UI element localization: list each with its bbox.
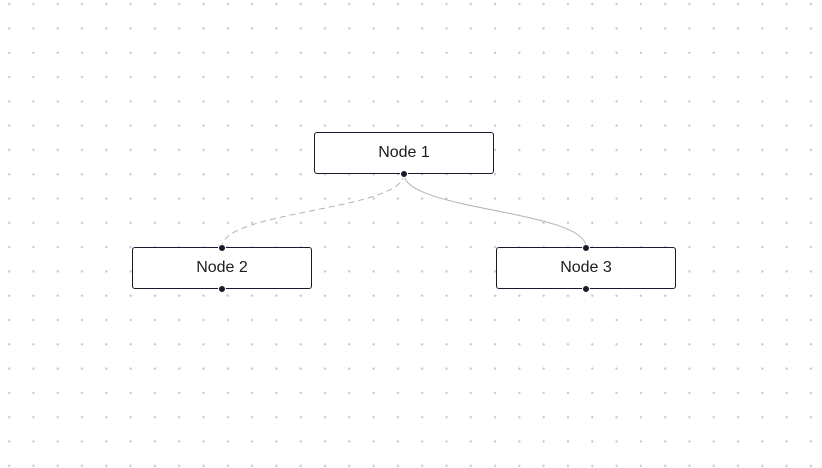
node-2[interactable]: Node 2 xyxy=(132,243,312,293)
top-handle[interactable] xyxy=(582,243,590,252)
bottom-handle[interactable] xyxy=(400,169,408,178)
node-1[interactable]: Node 1 xyxy=(314,132,494,178)
bottom-handle[interactable] xyxy=(218,284,226,293)
node-label: Node 3 xyxy=(560,259,612,276)
edge-1-2[interactable] xyxy=(221,173,405,248)
node-3[interactable]: Node 3 xyxy=(496,243,676,293)
edge-1-3[interactable] xyxy=(403,173,587,248)
node-label: Node 1 xyxy=(378,144,430,161)
top-handle[interactable] xyxy=(218,243,226,252)
node-label: Node 2 xyxy=(196,259,248,276)
bottom-handle[interactable] xyxy=(582,284,590,293)
